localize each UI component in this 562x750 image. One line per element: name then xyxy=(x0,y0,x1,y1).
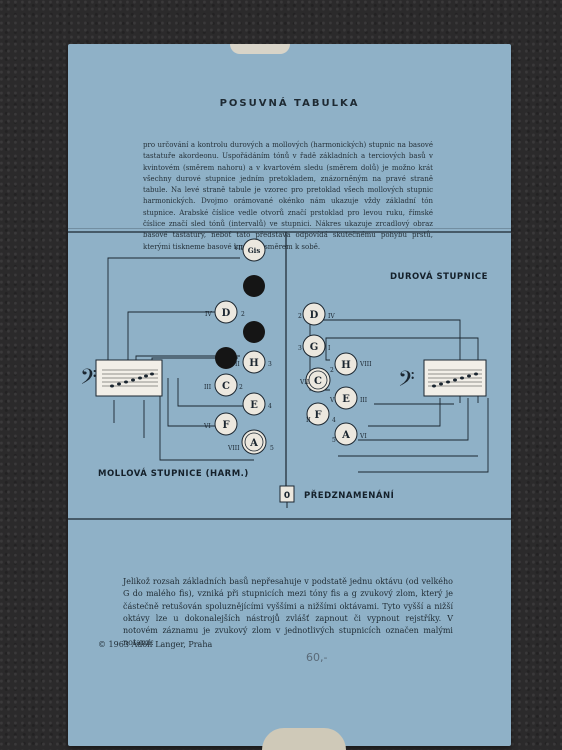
major-button-d: D xyxy=(302,302,326,326)
num: IV xyxy=(328,313,335,320)
svg-text:A: A xyxy=(341,430,350,441)
num: VI xyxy=(359,433,367,440)
num: 2 xyxy=(239,384,243,391)
svg-text:A: A xyxy=(249,438,258,449)
svg-text:C: C xyxy=(314,376,322,387)
pencil-price-mark: 60,- xyxy=(306,651,328,664)
minor-connector-lines xyxy=(107,257,254,461)
minor-button-a: A xyxy=(241,429,267,455)
major-buttons: D G H C E F xyxy=(302,302,358,446)
num: I xyxy=(328,345,331,352)
num: VII xyxy=(299,379,310,386)
svg-text:D: D xyxy=(310,310,319,321)
minor-button-d: D xyxy=(214,300,238,324)
minor-button-f: F xyxy=(214,412,238,436)
major-button-f: F xyxy=(306,402,330,426)
copyright: © 1963 Adolf Langer, Praha xyxy=(98,640,213,649)
card: POSUVNÁ TABULKA pro určování a kontrolu … xyxy=(68,44,511,746)
svg-text:F: F xyxy=(222,420,229,431)
num: II xyxy=(235,361,240,368)
minor-staff-box: 𝄢 xyxy=(80,359,163,397)
outro-paragraph: Jelikož rozsah základních basů nepřesahu… xyxy=(123,577,453,648)
svg-text:0: 0 xyxy=(284,491,290,501)
hole-3 xyxy=(215,347,237,369)
num: III xyxy=(360,397,368,404)
minor-scale-label: MOLLOVÁ STUPNICE (HARM.) xyxy=(98,469,249,479)
num: III xyxy=(204,384,212,391)
num: II xyxy=(306,417,311,424)
minor-button-c: C xyxy=(214,373,238,397)
minor-buttons: Gis D H C E F xyxy=(214,238,267,455)
num: 4 xyxy=(268,403,272,410)
num: VIII xyxy=(227,445,240,452)
major-button-g: G xyxy=(302,334,326,358)
num: 5 xyxy=(332,437,336,444)
svg-text:C: C xyxy=(222,381,230,392)
major-button-c: C xyxy=(305,367,331,393)
num: 2 xyxy=(298,313,302,320)
page-title: POSUVNÁ TABULKA xyxy=(219,98,360,109)
num: VI xyxy=(203,423,211,430)
svg-text:E: E xyxy=(342,394,350,405)
num: 2 xyxy=(330,367,334,374)
accidentals-label: PŘEDZNAMENÁNÍ xyxy=(304,491,395,501)
svg-text:Gis: Gis xyxy=(248,246,261,255)
major-scale-label: DUROVÁ STUPNICE xyxy=(390,272,488,282)
svg-text:𝄢: 𝄢 xyxy=(80,365,97,395)
major-button-h: H xyxy=(334,352,358,376)
top-notch xyxy=(230,44,290,54)
major-button-a: A xyxy=(334,422,358,446)
num: VII xyxy=(233,245,244,252)
svg-text:G: G xyxy=(310,342,319,353)
num: 5 xyxy=(270,445,274,452)
svg-text:𝄢: 𝄢 xyxy=(398,367,415,397)
hole-1 xyxy=(243,275,265,297)
bottom-notch xyxy=(262,728,346,750)
num: VIII xyxy=(359,361,372,368)
minor-button-h: H xyxy=(242,350,266,374)
major-button-e: E xyxy=(334,386,358,410)
minor-numbers: VII IV 2 II 3 III 2 4 VI VIII 5 xyxy=(203,245,274,452)
svg-text:H: H xyxy=(341,360,350,371)
num: 3 xyxy=(298,345,302,352)
num: 2 xyxy=(241,311,245,318)
svg-text:F: F xyxy=(314,410,321,421)
bass-diagram: 𝄢 𝄢 xyxy=(68,228,511,520)
svg-text:D: D xyxy=(222,308,231,319)
minor-button-e: E xyxy=(242,392,266,416)
num: V xyxy=(329,397,335,404)
num: IV xyxy=(205,311,212,318)
num: 4 xyxy=(332,417,336,424)
svg-text:H: H xyxy=(249,358,258,369)
intro-paragraph: pro určování a kontrolu durových a mollo… xyxy=(143,141,433,251)
major-numbers: IV 2 I 3 VIII VII 2 III V II 4 VI 5 xyxy=(298,313,372,444)
accidentals-box: 0 xyxy=(279,485,295,508)
frame-lines xyxy=(68,228,511,520)
minor-button-gis: Gis xyxy=(242,238,266,262)
major-staff-box: 𝄢 xyxy=(398,359,487,397)
svg-text:E: E xyxy=(250,400,258,411)
num: 3 xyxy=(268,361,272,368)
hole-2 xyxy=(243,321,265,343)
